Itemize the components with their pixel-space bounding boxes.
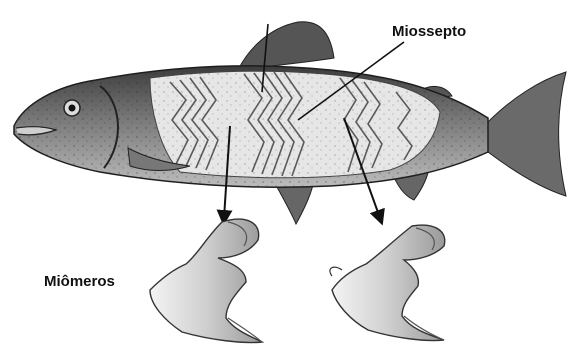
- dorsal-fin: [238, 22, 334, 70]
- tail-fin: [488, 72, 566, 196]
- myomere-right: [330, 225, 445, 340]
- myomere-left: [150, 219, 262, 342]
- miossepto-label: Miossepto: [392, 23, 466, 40]
- pupil: [69, 105, 76, 112]
- miomeros-label: Miômeros: [44, 273, 115, 290]
